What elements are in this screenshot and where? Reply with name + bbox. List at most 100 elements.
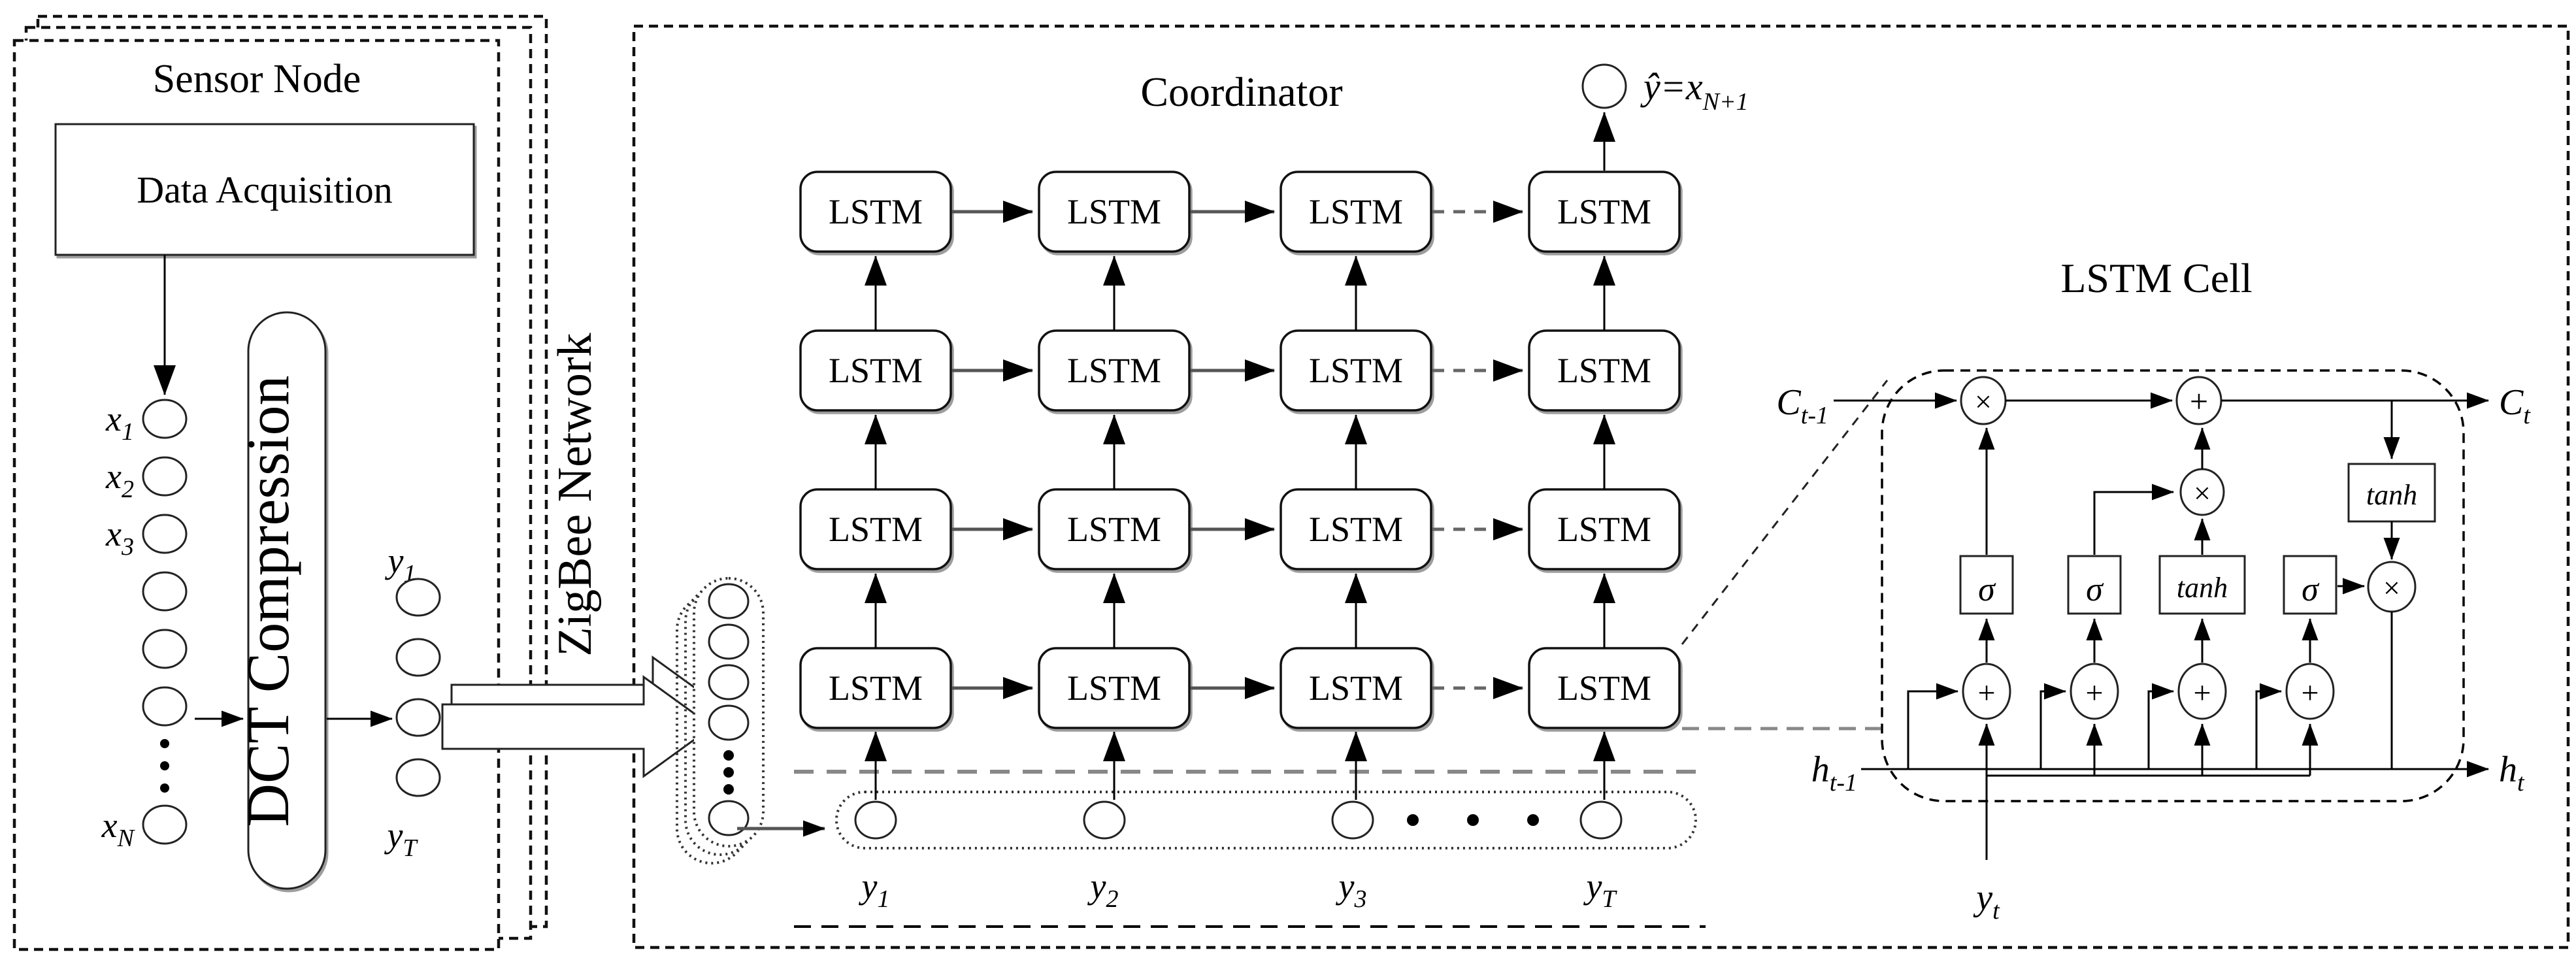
vector-node: [708, 583, 750, 619]
add-symbol: +: [2085, 676, 2103, 710]
coordinator-title: Coordinator: [1140, 69, 1342, 115]
dct-compression-pill: [247, 311, 327, 890]
x3-node: [142, 514, 188, 554]
add-symbol: +: [2301, 676, 2319, 710]
prediction-label: ŷ=xN+1: [1640, 65, 1749, 116]
sigma-label: σ: [2086, 571, 2104, 608]
yT-out-label: yT: [384, 815, 418, 862]
hidden-in-label: ht-1: [1811, 749, 1857, 797]
lstm-label: LSTM: [1067, 351, 1161, 390]
add-op: [1962, 663, 2011, 720]
x-node: [142, 629, 188, 669]
cell-state-out-label: Ct: [2499, 382, 2531, 429]
y2-node: [1083, 800, 1126, 840]
y-output-column: y1 yT: [384, 541, 441, 862]
multiply-symbol: ×: [2194, 476, 2211, 510]
h-riser: [1907, 683, 1958, 769]
dct-compression-label: DCT Compression: [235, 376, 301, 827]
x3-label: x3: [105, 514, 134, 561]
zigbee-network-label: ZigBee Network: [548, 333, 602, 656]
add-op: [2285, 663, 2335, 720]
xN-node: [142, 804, 188, 845]
ellipsis-dot: [723, 767, 734, 778]
yt-label: yt: [1973, 878, 2000, 925]
x-input-column: x1 x2 x3 xN: [101, 399, 188, 852]
x-node: [142, 686, 188, 727]
add-op: [2177, 663, 2227, 720]
y-node: [395, 638, 441, 677]
lstm-box: [1528, 171, 1681, 253]
ellipsis-dot: [160, 739, 169, 748]
ellipsis-dot: [723, 750, 734, 761]
lstm-label: LSTM: [1067, 510, 1161, 549]
received-vector-stack: [676, 577, 765, 864]
input-sequence-pill: [835, 791, 1697, 849]
lstm-label: LSTM: [829, 510, 923, 549]
lstm-label: LSTM: [1309, 668, 1403, 708]
vector-node: [708, 623, 750, 660]
lstm-grid-horizontal-arrows: [952, 201, 1523, 699]
y-node: [395, 698, 441, 737]
y3-label: y3: [1336, 866, 1367, 913]
h-riser: [2147, 683, 2174, 769]
lstm-label: LSTM: [1557, 668, 1651, 708]
add-symbol: +: [2193, 676, 2211, 710]
ellipsis-dot: [1467, 814, 1479, 826]
x2-node: [142, 456, 188, 497]
lstm-label: LSTM: [829, 351, 923, 390]
x1-label: x1: [105, 399, 134, 446]
lstm-label: LSTM: [1557, 510, 1651, 549]
yT-label: yT: [1583, 866, 1617, 913]
lstm-label: LSTM: [1309, 351, 1403, 390]
lstm-label: LSTM: [1309, 192, 1403, 231]
data-acquisition-label: Data Acquisition: [137, 169, 392, 211]
lstm-grid-vertical-arrows: [865, 255, 1615, 648]
lstm-label: LSTM: [1067, 668, 1161, 708]
lstm-box: [799, 171, 952, 253]
vector-node: [708, 800, 750, 836]
x2-label: x2: [105, 457, 134, 503]
y2-label: y2: [1087, 866, 1119, 913]
xN-label: xN: [101, 806, 136, 852]
lstm-box: [1038, 171, 1191, 253]
lstm-box: [1280, 171, 1432, 253]
x-node: [142, 571, 188, 612]
add-symbol: +: [1977, 676, 1995, 710]
hidden-out-label: ht: [2499, 749, 2525, 797]
h-riser: [2039, 683, 2066, 769]
sigma-gate: [2283, 555, 2337, 615]
data-acquisition-box: [54, 123, 475, 256]
tanh-gate: [2347, 463, 2436, 523]
lstm-label: LSTM: [1067, 192, 1161, 231]
yT-node: [1579, 800, 1623, 840]
lstm-label: LSTM: [1557, 351, 1651, 390]
y1-node: [854, 800, 897, 840]
block-arrow-front: [441, 675, 714, 778]
cell-state-in-label: Ct-1: [1776, 382, 1828, 429]
add-symbol: +: [2190, 383, 2208, 420]
lstm-cell-title: LSTM Cell: [2060, 255, 2252, 301]
sigma-gate: [2067, 555, 2122, 615]
tanh-label: tanh: [2177, 572, 2228, 604]
add-op: [2070, 663, 2119, 720]
multiply-symbol: ×: [1975, 385, 1992, 418]
ellipsis-dot: [160, 761, 169, 770]
sigma-gate: [1959, 555, 2014, 615]
prediction-node: [1581, 63, 1627, 109]
lstm-label: LSTM: [829, 668, 923, 708]
lstm-grid: LSTM LSTM LSTM LSTM LSTM LSTM LSTM LSTM …: [799, 171, 1681, 729]
y-node: [395, 578, 441, 617]
x1-node: [142, 399, 188, 439]
cell-zoom-connector-top: [1681, 380, 1889, 645]
lstm-label: LSTM: [829, 192, 923, 231]
lstm-cell-boundary: [1881, 369, 2465, 802]
ellipsis-dot: [1527, 814, 1539, 826]
input-sequence-labels: y1 y2 y3 yT: [859, 866, 1618, 913]
tanh-label: tanh: [2366, 479, 2417, 511]
tanh-gate: [2158, 555, 2246, 615]
lstm-cell-internals: Ct-1 × + Ct tanh × σ σ tanh σ ×: [1776, 376, 2531, 925]
ellipsis-dot: [1407, 814, 1419, 826]
lstm-label: LSTM: [1309, 510, 1403, 549]
